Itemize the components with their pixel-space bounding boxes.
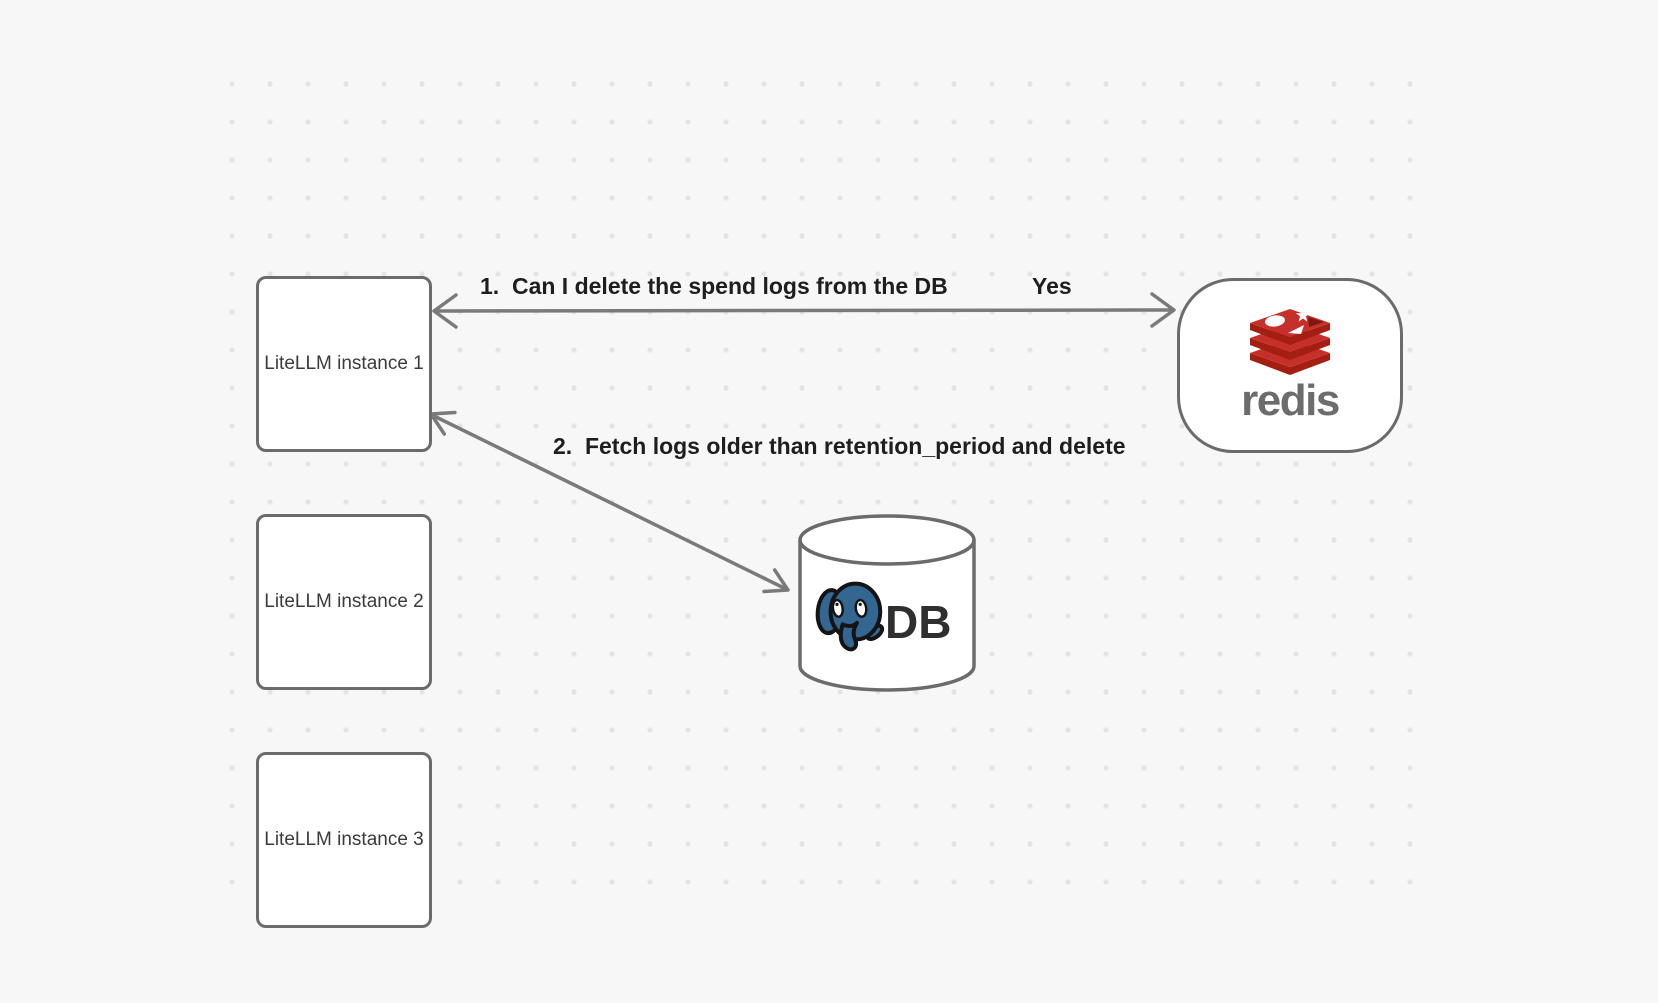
database-cylinder-shape <box>798 514 976 692</box>
node-litellm-instance-3[interactable]: LiteLLM instance 3 <box>256 752 432 928</box>
arrow2-label: 2. Fetch logs older than retention_perio… <box>553 433 1126 459</box>
node-database[interactable]: DB <box>797 514 977 694</box>
node-label: LiteLLM instance 2 <box>264 591 424 612</box>
redis-cube-icon <box>1250 308 1330 375</box>
node-litellm-instance-2[interactable]: LiteLLM instance 2 <box>256 514 432 690</box>
postgresql-elephant-icon <box>815 581 885 652</box>
arrow1-label: 1. Can I delete the spend logs from the … <box>480 273 948 299</box>
node-label: LiteLLM instance 1 <box>264 353 424 374</box>
arrow1-answer-label: Yes <box>1032 273 1072 299</box>
db-label: DB <box>885 596 951 648</box>
node-label: LiteLLM instance 3 <box>264 829 424 850</box>
redis-wordmark: redis <box>1241 376 1340 425</box>
node-litellm-instance-1[interactable]: LiteLLM instance 1 <box>256 276 432 452</box>
node-redis[interactable]: redis <box>1177 278 1403 453</box>
